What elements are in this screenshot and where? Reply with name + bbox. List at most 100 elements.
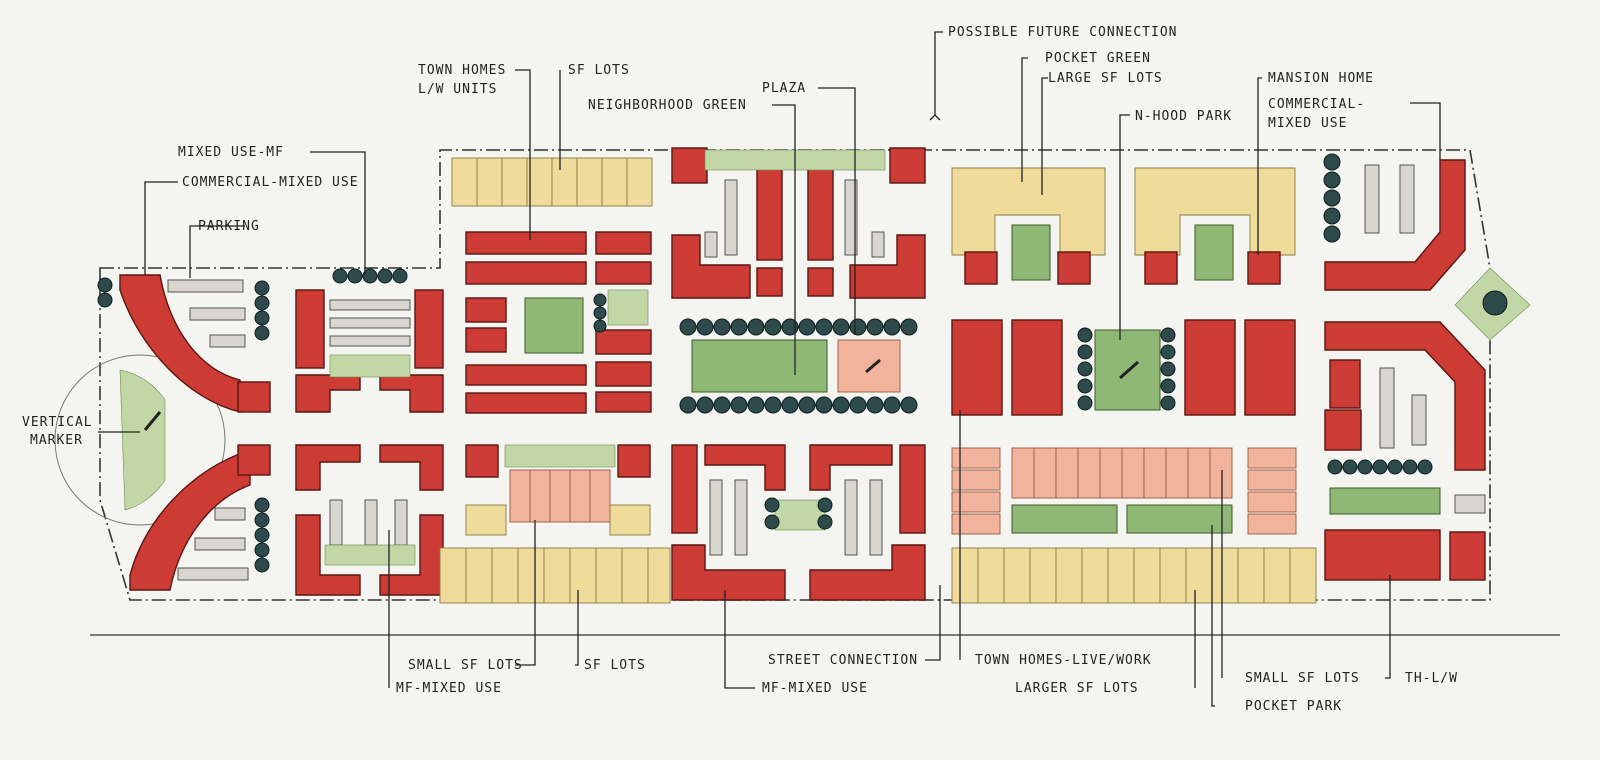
townhome-rows-block2 bbox=[465, 231, 652, 414]
label-vertical-line2: MARKER bbox=[30, 433, 83, 448]
large-sf-lots-west bbox=[951, 167, 1106, 285]
small-sf-lots-block2 bbox=[465, 469, 651, 536]
mf-bottom-nw bbox=[295, 444, 361, 491]
mf-building-west bbox=[295, 289, 325, 369]
property-boundary bbox=[99, 149, 1491, 601]
block5-small-bldg bbox=[1329, 359, 1361, 409]
block3b-bar-e bbox=[899, 444, 926, 534]
label-parking: PARKING bbox=[198, 219, 260, 234]
roundabout-outline bbox=[54, 354, 226, 526]
parking-lot-left-top bbox=[167, 279, 246, 348]
block2-corner-bldg-w bbox=[465, 444, 499, 478]
tree-col-block2 bbox=[593, 293, 607, 333]
block3b-nw bbox=[704, 444, 786, 491]
label-street-connection: STREET CONNECTION bbox=[768, 653, 918, 668]
block3-bar-2 bbox=[807, 159, 834, 261]
townhome-rows-block4 bbox=[951, 319, 1296, 416]
vertical-marker-icon bbox=[143, 411, 162, 431]
sf-lots-bottom-row-a bbox=[439, 547, 671, 604]
tree-row-left bbox=[97, 277, 270, 573]
label-sf-lots-bottom: SF LOTS bbox=[584, 658, 646, 673]
block3b-sw bbox=[671, 544, 786, 601]
block3-small-1 bbox=[756, 267, 783, 297]
block3-corner-ne bbox=[889, 147, 926, 184]
block3b-ne bbox=[809, 444, 893, 491]
label-mansion-home: MANSION HOME bbox=[1268, 71, 1374, 86]
block5-parking-mid bbox=[1379, 367, 1427, 449]
small-sf-lots-block4 bbox=[951, 447, 1297, 535]
park-marker-icon bbox=[1119, 360, 1139, 380]
label-possible-future-connection: POSSIBLE FUTURE CONNECTION bbox=[948, 25, 1178, 40]
label-small-sf-lots-left: SMALL SF LOTS bbox=[408, 658, 523, 673]
label-commercial-line2: MIXED USE bbox=[1268, 116, 1347, 131]
th-lw-end bbox=[1449, 531, 1486, 581]
th-lw-building bbox=[1324, 529, 1441, 581]
leader-lines bbox=[98, 31, 1441, 707]
label-plaza: PLAZA bbox=[762, 81, 806, 96]
corner-building-tl bbox=[237, 381, 271, 413]
plaza bbox=[837, 339, 901, 393]
large-sf-lots-east bbox=[1134, 167, 1296, 285]
neighborhood-green bbox=[691, 339, 828, 393]
mf-bottom-green bbox=[324, 544, 416, 566]
mf-bottom-ne bbox=[379, 444, 444, 491]
mf-building-east bbox=[414, 289, 444, 369]
block3-parking bbox=[704, 179, 885, 258]
block5-parking-small bbox=[1454, 494, 1486, 514]
label-pocket-park: POCKET PARK bbox=[1245, 699, 1342, 714]
mf-bottom-parking bbox=[329, 499, 408, 546]
mansion-home-building bbox=[1324, 159, 1466, 291]
label-commercial-line1: COMMERCIAL- bbox=[1268, 97, 1365, 112]
label-town-homes-line1: TOWN HOMES bbox=[418, 63, 506, 78]
label-town-homes-live-work: TOWN HOMES-LIVE/WORK bbox=[975, 653, 1152, 668]
block3-corner-nw bbox=[671, 147, 708, 184]
commercial-mixed-use-building bbox=[1324, 321, 1486, 471]
marker-green bbox=[119, 369, 166, 511]
block3-bar-1 bbox=[756, 159, 783, 261]
corner-building-bl bbox=[237, 444, 271, 476]
block3b-parking bbox=[709, 479, 883, 556]
label-sf-lots-top: SF LOTS bbox=[568, 63, 630, 78]
sf-lots-top-row bbox=[451, 157, 653, 207]
block5-corner-bldg bbox=[1324, 409, 1362, 451]
block2-green bbox=[524, 297, 584, 354]
label-neighborhood-green: NEIGHBORHOOD GREEN bbox=[588, 98, 747, 113]
block3b-green bbox=[774, 499, 826, 531]
block5-parking-top bbox=[1364, 164, 1415, 234]
label-mf-mixed-use-left: MF-MIXED USE bbox=[396, 681, 502, 696]
label-commercial-mixed-use-left: COMMERCIAL-MIXED USE bbox=[182, 175, 359, 190]
block3b-trees bbox=[764, 497, 833, 530]
larger-sf-lots-bottom bbox=[951, 547, 1317, 604]
label-larger-sf-lots: LARGER SF LOTS bbox=[1015, 681, 1139, 696]
label-small-sf-lots-right: SMALL SF LOTS bbox=[1245, 671, 1360, 686]
tree-row-green-top bbox=[679, 318, 918, 336]
block3b-bar-w bbox=[671, 444, 698, 534]
mf-courtyard-green bbox=[329, 354, 411, 378]
block2-corner-bldg-e bbox=[617, 444, 651, 478]
block5-green bbox=[1329, 487, 1441, 515]
block2-bottom-green bbox=[504, 444, 616, 468]
label-large-sf-lots: LARGE SF LOTS bbox=[1048, 71, 1163, 86]
block3-l-bldg-w bbox=[671, 234, 751, 299]
tree-row-block5 bbox=[1327, 459, 1433, 475]
pocket-park-w bbox=[1011, 504, 1118, 534]
mf-bottom-sw bbox=[295, 514, 361, 596]
label-n-hood-park: N-HOOD PARK bbox=[1135, 109, 1232, 124]
block2-small-green bbox=[607, 289, 649, 326]
plaza-marker-icon bbox=[865, 358, 881, 374]
label-mixed-use-mf: MIXED USE-MF bbox=[178, 145, 284, 160]
tree-row-mf bbox=[332, 268, 408, 284]
label-th-lw: TH-L/W bbox=[1405, 671, 1458, 686]
tree-cols-park bbox=[1077, 327, 1176, 411]
parking-lot-left-bottom bbox=[177, 507, 249, 581]
label-pocket-green: POCKET GREEN bbox=[1045, 51, 1151, 66]
mf-parking bbox=[329, 299, 411, 347]
tree-row-green-bottom bbox=[679, 396, 918, 414]
label-town-homes-line2: L/W UNITS bbox=[418, 82, 497, 97]
label-vertical-line1: VERTICAL bbox=[22, 415, 93, 430]
block3b-se bbox=[809, 544, 926, 601]
block3-small-2 bbox=[807, 267, 834, 297]
pocket-park-e bbox=[1126, 504, 1233, 534]
label-mf-mixed-use-mid: MF-MIXED USE bbox=[762, 681, 868, 696]
